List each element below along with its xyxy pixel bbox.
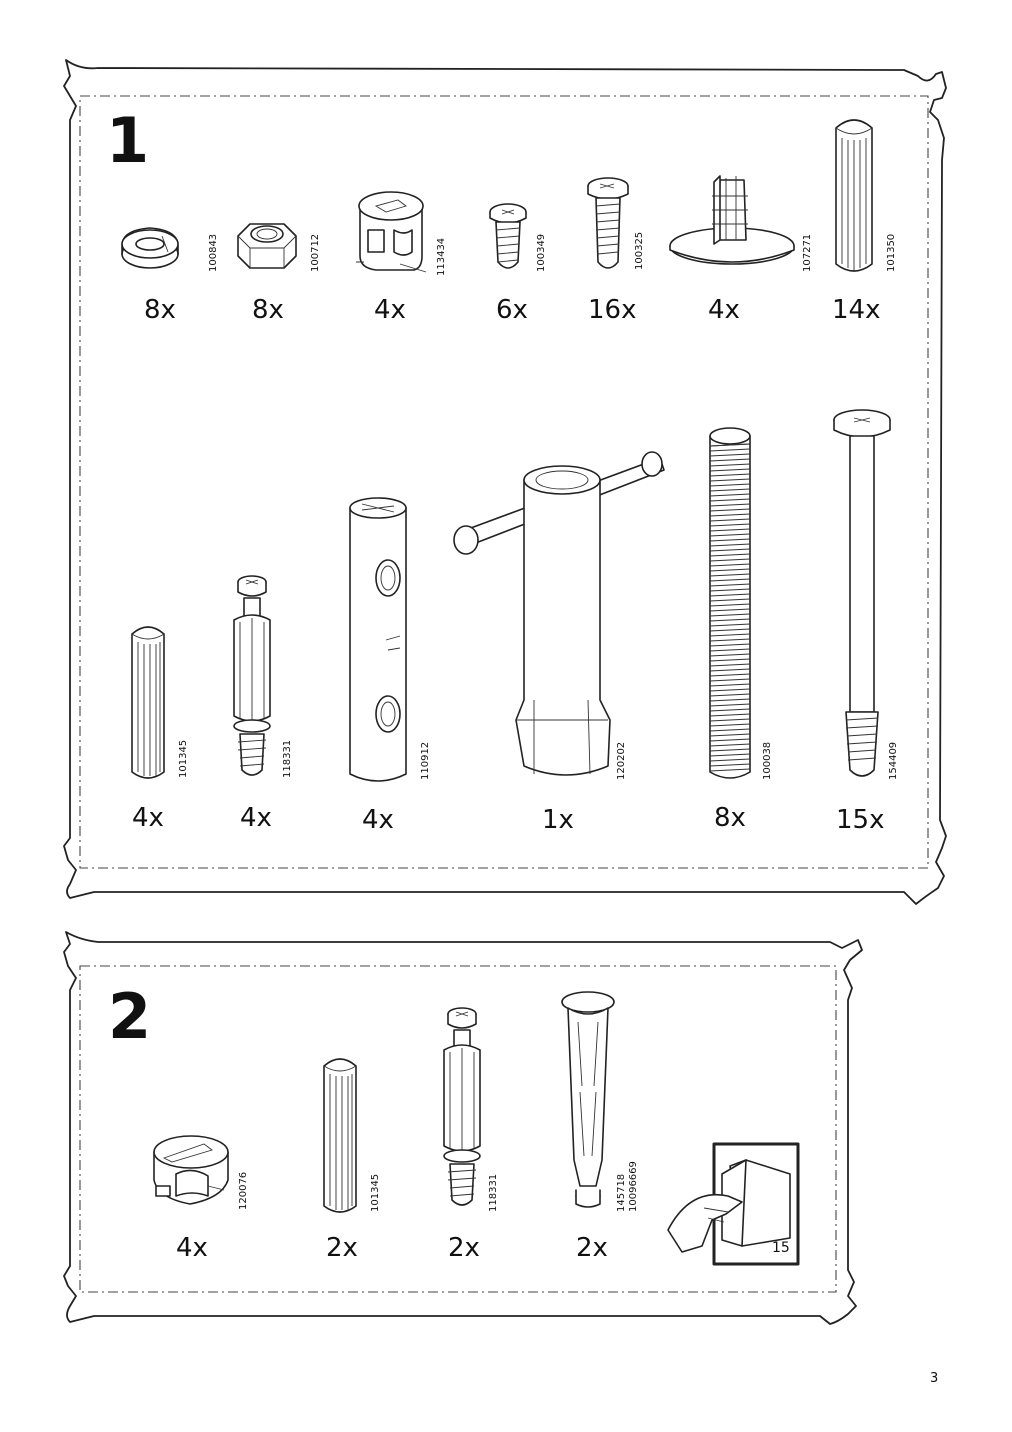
part-quantity: 16x: [588, 295, 636, 325]
part-quantity: 8x: [144, 295, 176, 325]
screw-icon: [587, 177, 629, 269]
short-dowel-icon: [131, 626, 165, 779]
cam-bolt-icon: [443, 1007, 481, 1206]
part-quantity: 1x: [542, 805, 574, 835]
bag-2-number: 2: [108, 980, 151, 1053]
page-number: 3: [930, 1371, 938, 1386]
part-quantity: 2x: [448, 1233, 480, 1263]
part-quantity: 6x: [496, 295, 528, 325]
part-code: 113434: [436, 238, 447, 276]
glide-foot-icon: [669, 175, 795, 265]
part-quantity: 8x: [252, 295, 284, 325]
threaded-rod-icon: [709, 427, 751, 779]
part-code: 100843: [208, 234, 219, 272]
part-code: 145718: [616, 1174, 627, 1212]
part-code: 107271: [802, 234, 813, 272]
socket-wrench-icon: [453, 451, 665, 776]
part-quantity: 2x: [326, 1233, 358, 1263]
short-screw-icon: [489, 203, 527, 269]
part-code: 100712: [310, 234, 321, 272]
plastic-peg-icon: [561, 991, 615, 1208]
part-code: 118331: [488, 1174, 499, 1212]
cam-lock-icon: [153, 1135, 229, 1205]
part-quantity: 4x: [362, 805, 394, 835]
part-code: 120076: [238, 1172, 249, 1210]
part-code: 101345: [370, 1174, 381, 1212]
part-quantity: 8x: [714, 803, 746, 833]
part-quantity: 4x: [708, 295, 740, 325]
hand-peeling-sticker-icon: [667, 1142, 800, 1266]
part-quantity: 15x: [836, 805, 884, 835]
part-code: 101350: [886, 234, 897, 272]
cam-lock-icon: [356, 191, 427, 273]
part-code: 101345: [178, 740, 189, 778]
part-code-secondary: 10096669: [628, 1161, 639, 1212]
part-code: 110912: [420, 742, 431, 780]
sticker-label: 15: [772, 1240, 790, 1256]
part-code: 100038: [762, 742, 773, 780]
long-bolt-icon: [833, 409, 891, 777]
part-code: 154409: [888, 742, 899, 780]
part-quantity: 2x: [576, 1233, 608, 1263]
wooden-dowel-icon: [835, 119, 873, 272]
part-quantity: 4x: [374, 295, 406, 325]
part-code: 118331: [282, 740, 293, 778]
barrel-nut-icon: [349, 497, 407, 782]
part-code: 120202: [616, 742, 627, 780]
hex-nut-icon: [237, 223, 297, 269]
lock-washer-icon: [121, 227, 179, 269]
cam-bolt-icon: [233, 575, 271, 776]
short-dowel-icon: [323, 1058, 357, 1213]
part-code: 100349: [536, 234, 547, 272]
part-quantity: 4x: [132, 803, 164, 833]
part-quantity: 4x: [240, 803, 272, 833]
part-quantity: 14x: [832, 295, 880, 325]
part-quantity: 4x: [176, 1233, 208, 1263]
bag-1: [63, 59, 947, 905]
bag-1-number: 1: [106, 104, 149, 177]
part-code: 100325: [634, 232, 645, 270]
